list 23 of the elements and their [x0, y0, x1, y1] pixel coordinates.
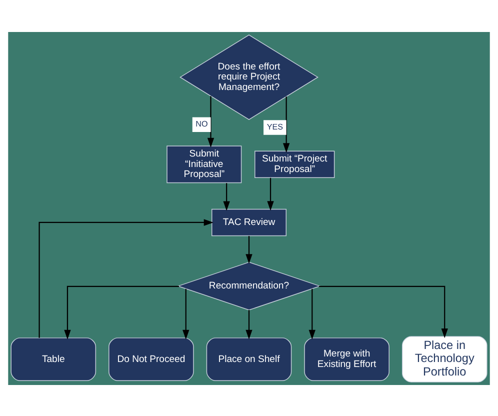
- arrow: [318, 285, 448, 338]
- arrow: [182, 288, 190, 339]
- node-box: Place in Technology Portfolio: [402, 336, 488, 382]
- node-diamond: Recommendation?: [176, 261, 322, 310]
- node-box: Submit “Initiative Proposal”: [166, 145, 242, 183]
- arrow: [246, 235, 252, 264]
- arrow: [246, 310, 252, 339]
- arrow: [207, 96, 214, 147]
- arrow: [223, 182, 230, 210]
- node-box: TAC Review: [212, 208, 286, 236]
- node-box: Submit “Project Proposal”: [254, 150, 335, 178]
- arrow: [38, 218, 214, 338]
- arrow: [282, 96, 290, 152]
- edge-label: NO: [196, 119, 208, 128]
- node-diamond: Does the effort require Project Management?: [180, 34, 318, 120]
- arrow: [267, 177, 274, 210]
- node-box: Do Not Proceed: [108, 337, 194, 380]
- arrow: [308, 288, 316, 339]
- node-box: Table: [10, 337, 96, 380]
- arrow: [64, 285, 180, 339]
- node-box: Place on Shelf: [206, 337, 292, 380]
- node-box: Merge with Existing Effort: [304, 337, 390, 380]
- edge-label: YES: [266, 122, 284, 132]
